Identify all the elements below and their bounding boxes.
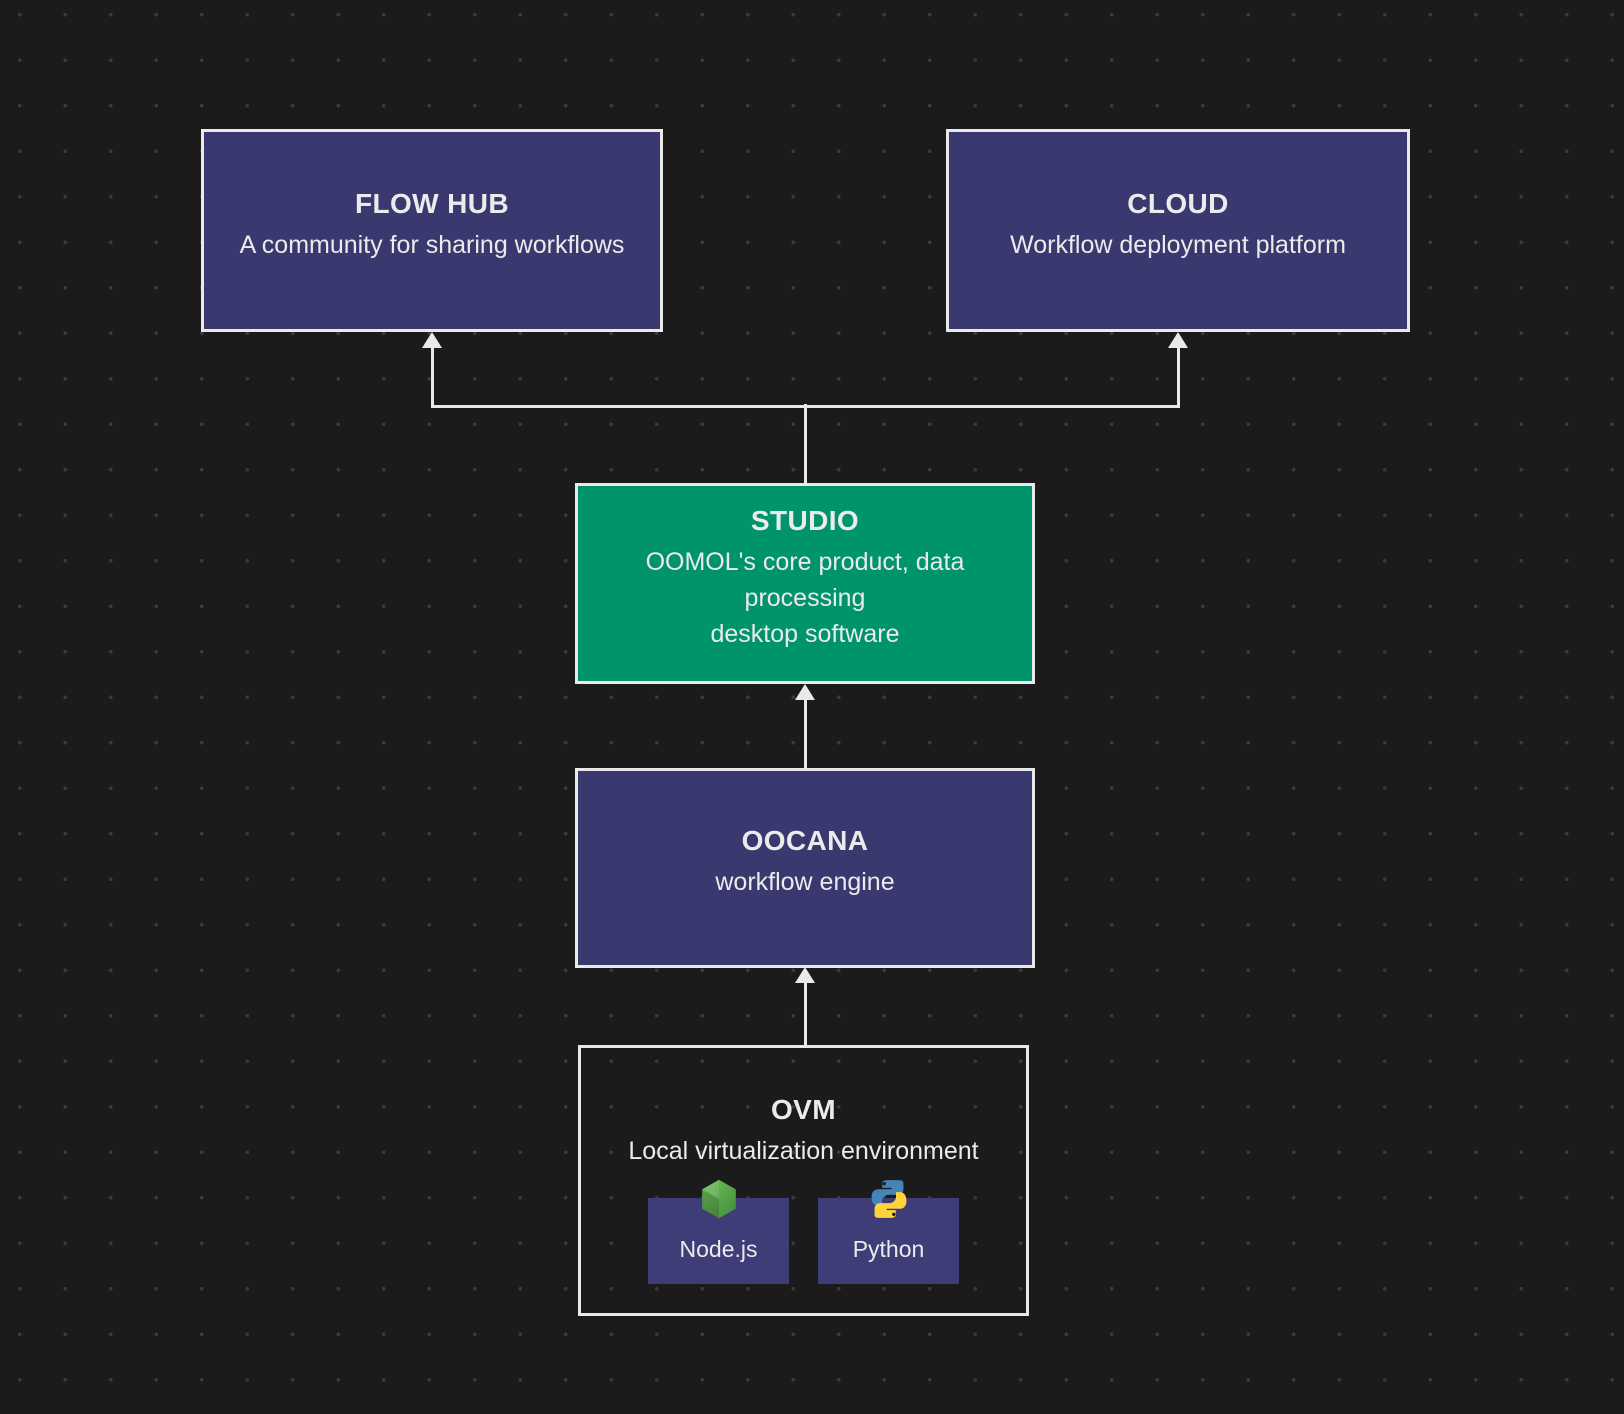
node-subtitle: A community for sharing workflows: [239, 230, 625, 259]
node-subtitle: OOMOL's core product, data processing de…: [588, 544, 1022, 653]
node-cloud: CLOUD Workflow deployment platform: [946, 129, 1410, 332]
node-oocana: OOCANA workflow engine: [575, 768, 1035, 968]
connector-branch-horizontal: [430, 404, 1180, 408]
node-subtitle: Local virtualization environment: [628, 1137, 979, 1166]
nodejs-icon: [701, 1178, 737, 1220]
node-subtitle-line: desktop software: [710, 620, 900, 649]
connector-oocana-to-studio: [803, 698, 807, 769]
node-studio: STUDIO OOMOL's core product, data proces…: [575, 483, 1035, 684]
arrow-up-icon: [1168, 332, 1188, 348]
arrow-up-icon: [795, 684, 815, 700]
node-subtitle: workflow engine: [715, 868, 895, 897]
node-title: STUDIO: [750, 504, 860, 536]
node-subtitle-line: OOMOL's core product, data processing: [645, 547, 965, 612]
node-title: FLOW HUB: [354, 187, 510, 219]
node-title: OVM: [771, 1094, 836, 1125]
python-icon: [868, 1178, 910, 1220]
arrow-up-icon: [795, 967, 815, 983]
child-node-python: Python: [818, 1180, 959, 1284]
node-title: CLOUD: [1127, 187, 1229, 219]
connector-to-cloud: [1176, 346, 1180, 407]
ovm-children-row: Node.js Python: [581, 1179, 1026, 1284]
node-title: OOCANA: [741, 825, 869, 857]
arrow-up-icon: [422, 332, 442, 348]
child-node-label: Python: [852, 1235, 925, 1262]
connector-studio-stem: [803, 404, 807, 484]
node-ovm: OVM Local virtualization environment: [578, 1045, 1029, 1316]
child-node-nodejs: Node.js: [648, 1179, 789, 1284]
child-node-label: Node.js: [679, 1235, 758, 1262]
node-flow-hub: FLOW HUB A community for sharing workflo…: [201, 129, 663, 332]
node-subtitle: Workflow deployment platform: [1010, 230, 1346, 259]
connector-ovm-to-oocana: [803, 981, 807, 1046]
connector-to-flow-hub: [430, 346, 434, 407]
